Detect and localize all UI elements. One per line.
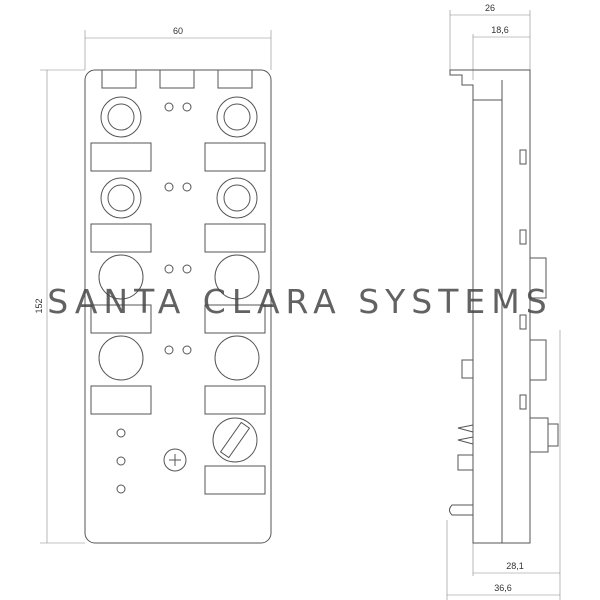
dim-60: 60 bbox=[173, 26, 183, 36]
side-view bbox=[449, 69, 559, 544]
connector-cap bbox=[98, 254, 260, 381]
side-dimension-36-6: 36,6 bbox=[446, 520, 560, 600]
dim-152: 152 bbox=[34, 298, 44, 313]
watermark: SANTA CLARA SYSTEMS bbox=[47, 282, 553, 321]
front-view bbox=[84, 69, 272, 544]
rotary-switch bbox=[212, 417, 258, 463]
dim-18-6: 18,6 bbox=[491, 25, 509, 35]
side-dimension-26: 26 bbox=[449, 3, 531, 70]
label-fields bbox=[90, 142, 266, 495]
front-height-dimension: 152 bbox=[34, 69, 85, 544]
side-dimension-18-6: 18,6 bbox=[472, 25, 530, 80]
front-width-dimension: 60 bbox=[84, 26, 272, 70]
ground-screw-icon bbox=[163, 448, 187, 472]
connector-small bbox=[100, 96, 258, 219]
dim-26: 26 bbox=[485, 3, 495, 13]
dim-36-6: 36,6 bbox=[494, 583, 512, 593]
side-dimension-28-1: 28,1 bbox=[472, 330, 561, 600]
dim-28-1: 28,1 bbox=[506, 561, 524, 571]
led-indicators bbox=[116, 102, 192, 494]
